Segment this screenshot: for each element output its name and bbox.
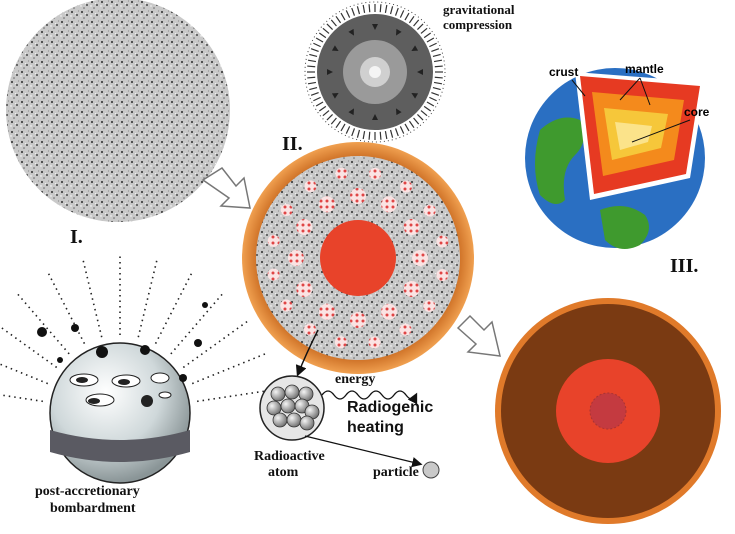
radioactive-hotspot [350,188,366,204]
gravitational-label-line1: gravitational [443,2,515,17]
earth-cutaway [525,68,705,249]
radioactive-hotspot [350,312,366,328]
radioactive-hotspot [381,196,397,213]
radioactive-hotspot [334,336,347,349]
nucleon [272,412,288,428]
arrow-stage-1-to-2-icon [201,167,251,209]
radiogenic-label-line2: heating [347,419,404,436]
particle-label: particle [373,465,419,480]
radioactive-hotspot [423,204,436,217]
bombardment-label-line2: bombardment [50,501,136,516]
radioactive-hotspot [267,234,280,247]
energy-label: energy [335,372,375,387]
radioactive-hotspot [319,196,335,213]
nucleon [286,412,302,428]
radioactive-hotspot [368,336,381,349]
impactor [37,327,47,337]
impactor [194,339,202,347]
mantle-pointer [619,77,651,106]
atom-callout-line [295,329,319,377]
radioactive-hotspot [288,250,304,266]
radioactive-hotspot [304,180,317,193]
nucleon [299,415,315,431]
radioactive-hotspot [267,268,280,281]
bombardment-label-line1: post-accretionary [35,484,140,499]
radioactive-hotspot [369,167,382,180]
radioactive-hotspot [280,299,293,312]
radioactive-hotspot [436,269,449,282]
stage-1-label: I. [70,226,83,248]
crust-pointer [571,79,586,97]
mantle-label: mantle [625,62,664,76]
radioactive-hotspot [412,250,428,266]
radioactive-hotspot [319,303,335,320]
bombarded-planet [49,342,191,484]
radioactive-label-line1: Radioactive [254,449,325,464]
radioactive-hotspot [400,180,413,193]
impactor [202,302,208,308]
impactor [96,346,108,358]
radioactive-hotspot [335,167,348,180]
stage-2-label: II. [282,133,303,155]
impactor [57,357,63,363]
radioactive-label-line2: atom [268,465,299,480]
gravitational-label-line2: compression [443,17,513,32]
radioactive-hotspot [280,203,293,216]
impactor [140,345,150,355]
radioactive-hotspot [399,323,412,336]
radiogenic-label-line1: Radiogenic [347,399,433,416]
differentiated-planet [495,298,721,524]
stage-3-label: III. [670,255,698,277]
radioactive-hotspot [303,323,316,336]
radioactive-hotspot [296,219,313,235]
nucleon [270,386,286,402]
crust-label: crust [549,65,578,79]
particle-arrow [304,435,423,468]
arrow-stage-2-to-3-icon [456,314,501,357]
differentiating-planet [242,142,474,374]
impactor [71,324,79,332]
gravitational-compression-diagram [304,1,446,143]
molten-core [320,220,396,296]
energy-wave-arrow [321,390,418,405]
impactor [179,374,187,382]
radioactive-hotspot [403,281,420,297]
radioactive-atom [259,375,325,441]
nucleon [280,398,296,414]
radioactive-hotspot [403,219,420,235]
nucleon [284,384,300,400]
radioactive-hotspot [423,300,436,313]
core-label: core [684,105,710,119]
particle-icon [422,461,440,479]
accreted-planetesimal-disk [6,0,230,222]
radioactive-hotspot [436,235,449,248]
radioactive-hotspot [296,281,313,297]
core-pointer [631,119,691,143]
radioactive-hotspot [381,303,397,320]
